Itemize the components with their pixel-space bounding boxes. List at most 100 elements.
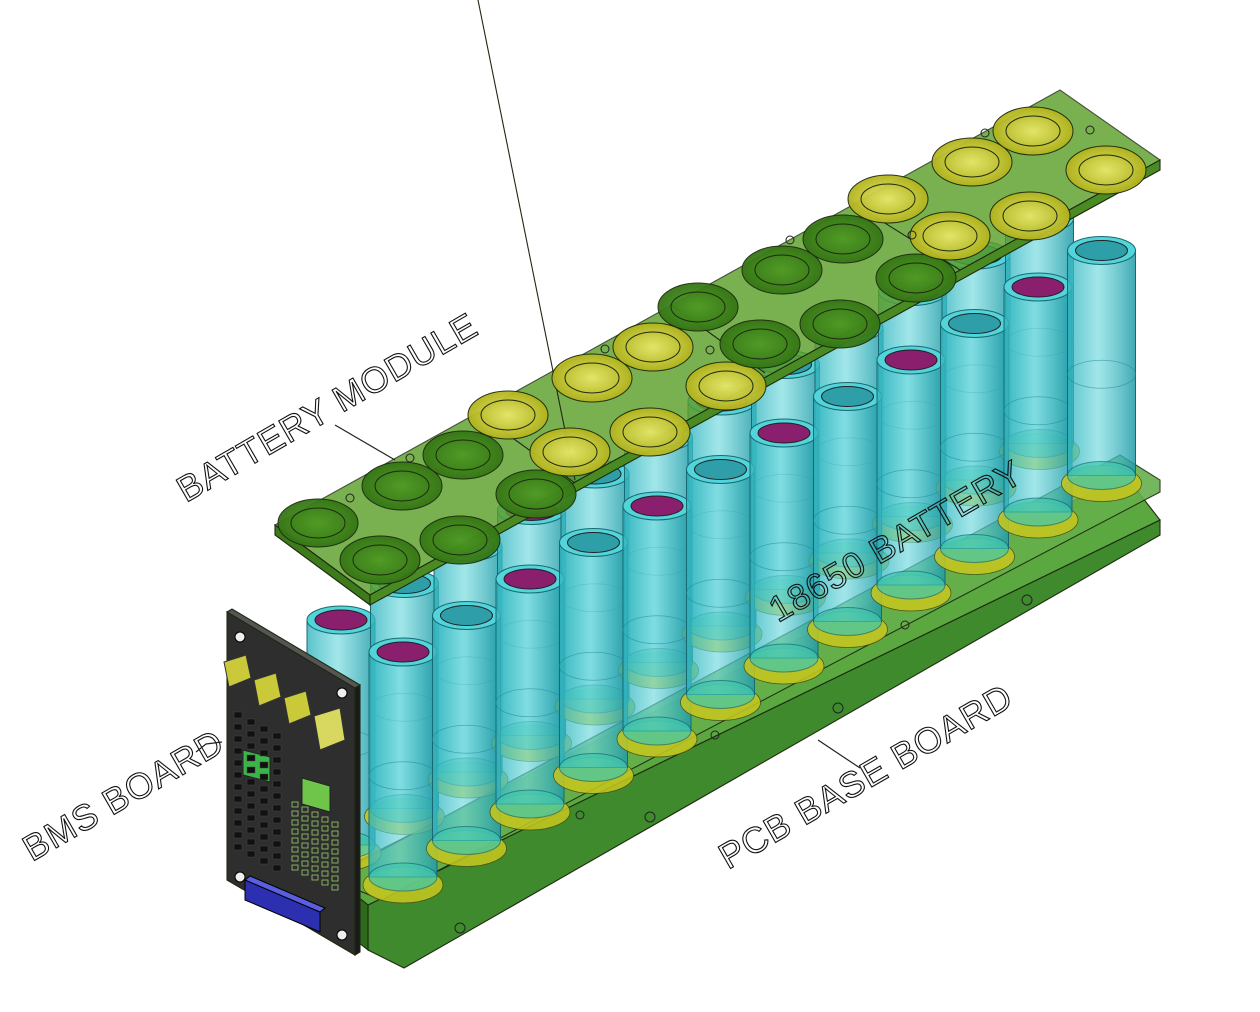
bms-pad [233,771,243,779]
screw-hole-icon [454,594,1033,934]
bms-pad [301,851,309,858]
battery-cell [680,455,761,721]
bms-pad [259,725,269,733]
bms-pad [233,843,243,851]
bms-pad [246,754,256,762]
bms-pad [311,811,319,818]
bms-pad [233,795,243,803]
battery-cells [300,204,1142,904]
bms-pad [259,749,269,757]
bms-pad [272,732,282,740]
bms-pad [311,874,319,881]
bms-pad [311,838,319,845]
bms-pad [272,840,282,848]
bms-pad [291,855,299,862]
bms-pad [291,819,299,826]
bms-pad [331,875,339,882]
bms-pad [311,820,319,827]
bms-pad [246,850,256,858]
bms-pad [259,821,269,829]
bms-pad [301,833,309,840]
battery-cell [553,528,634,794]
cell-cap [361,461,443,511]
bms-pad [233,735,243,743]
bms-pad [321,870,329,877]
bms-pad [301,806,309,813]
bms-pad [233,831,243,839]
bms-pad [246,766,256,774]
bms-pad [321,861,329,868]
bms-pad [331,857,339,864]
bms-pad [291,837,299,844]
battery-cell [616,491,698,758]
cell-cap [802,214,884,264]
cell-cap [931,137,1013,187]
bms-pad [272,744,282,752]
bms-pad [246,802,256,810]
bms-pad [246,778,256,786]
cell-cap [989,191,1071,241]
bms-pad [321,843,329,850]
bms-pad [233,723,243,731]
bms-pad [301,842,309,849]
bms-pad [272,792,282,800]
screw-hole-icon [234,631,348,941]
cell-cap [422,430,504,480]
bms-pad [321,825,329,832]
bms-pad [272,768,282,776]
cell-cap [992,106,1074,156]
bms-pad [246,826,256,834]
bms-pad [272,804,282,812]
bms-pad [331,884,339,891]
bms-pad [233,783,243,791]
cell-cap [612,322,694,372]
battery-cell [743,418,825,685]
cell-cap [719,319,801,369]
cell-caps [277,106,1147,585]
screw-hole-icon [345,125,1095,503]
bms-pad [246,718,256,726]
bms-pad [259,773,269,781]
bms-pad [331,848,339,855]
cell-cap [467,390,549,440]
cell-cap [657,282,739,332]
bms-pad [291,801,299,808]
cell-cap [419,515,501,565]
bms-pad [272,828,282,836]
bms-pad [331,830,339,837]
cell-cap [495,469,577,519]
bms-pad [259,761,269,769]
bms-board-label: BMS BOARD [16,721,231,869]
bms-pad [259,809,269,817]
cell-cap [551,353,633,403]
battery-cell [807,382,888,648]
bms-pad [233,807,243,815]
bms-pad [246,742,256,750]
battery-cell [934,309,1015,575]
bms-pad [311,856,319,863]
bms-pad [272,864,282,872]
bms-board [223,608,362,956]
bms-pad [259,833,269,841]
bms-pad [233,759,243,767]
bms-pad [246,838,256,846]
bms-pad [321,816,329,823]
cell-cap [799,299,881,349]
cell-cap [847,174,929,224]
connector-icon [244,875,326,933]
bms-pad [259,845,269,853]
bms-pad [291,846,299,853]
bms-pad [233,819,243,827]
bms-pad [291,864,299,871]
bms-pad [272,756,282,764]
bms-pad [246,730,256,738]
bms-pad [272,852,282,860]
chip-icon [223,654,346,813]
bms-pad [301,869,309,876]
cell-cap [277,498,359,548]
battery-cell [426,601,507,867]
bms-pad [233,747,243,755]
bms-pad [301,860,309,867]
bms-pad [321,852,329,859]
